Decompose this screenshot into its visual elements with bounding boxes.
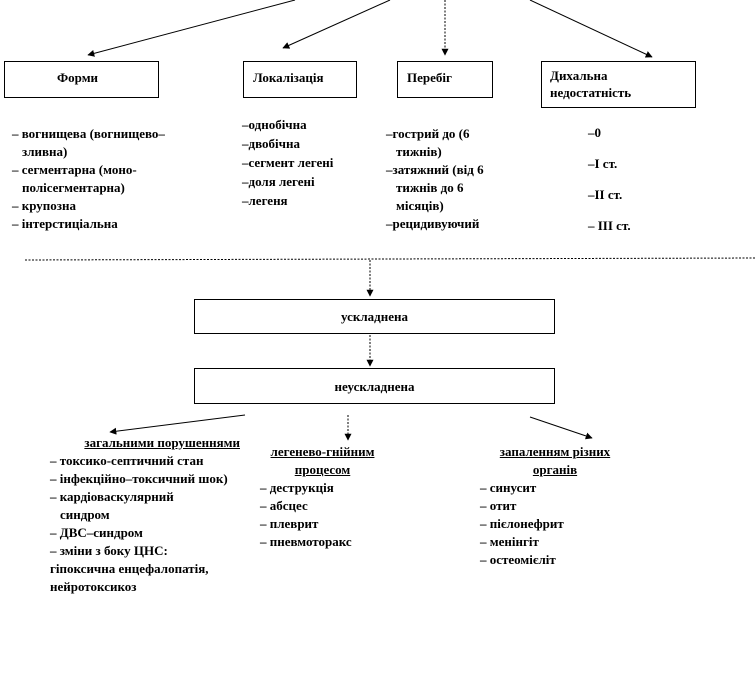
list-item: – інфекційно–токсичний шок) xyxy=(50,471,228,486)
lung-title: легенево-гнійним процесом xyxy=(270,444,375,477)
list-item: – ДВС–синдром xyxy=(50,525,143,540)
list-item: –доля легені xyxy=(242,174,315,189)
arrow-to-general xyxy=(109,414,246,435)
list-item: –сегмент легені xyxy=(242,155,334,170)
resp-title: Дихальна недостатність xyxy=(550,68,632,100)
resp-item-1: –І ст. xyxy=(588,156,618,171)
resp-item-2: –ІІ ст. xyxy=(588,187,623,202)
divider-line xyxy=(24,257,755,261)
list-item: –затяжний (від 6 тижнів до 6 місяців) xyxy=(386,162,484,213)
course-title: Перебіг xyxy=(407,70,452,85)
arrow-to-resp xyxy=(529,0,653,58)
resp-box: Дихальна недостатність xyxy=(541,61,696,108)
resp-item-3: – ІІІ ст. xyxy=(588,218,631,233)
inflam-title: запаленням різних органів xyxy=(499,444,611,477)
lung-column: легенево-гнійним процесом – деструкція –… xyxy=(260,443,410,551)
complicated-box: ускладнена xyxy=(194,299,555,334)
forms-title: Форми xyxy=(57,70,99,85)
list-item: – токсико-септичний стан xyxy=(50,453,204,468)
list-item: – плеврит xyxy=(260,516,319,531)
course-list: –гострий до (6 тижнів) –затяжний (від 6 … xyxy=(386,125,511,233)
list-item: – крупозна xyxy=(12,198,77,213)
list-item: – сегментарна (моно-полісегментарна) xyxy=(12,162,137,195)
arrow-to-location xyxy=(282,0,391,49)
general-title: загальними порушеннями xyxy=(84,435,240,450)
list-item: – пієлонефрит xyxy=(480,516,564,531)
list-item: –рецидивуючий xyxy=(386,216,480,231)
arrow-to-inflam xyxy=(529,416,593,440)
inflam-column: запаленням різних органів – синусит – от… xyxy=(480,443,630,569)
list-item: – абсцес xyxy=(260,498,308,513)
uncomplicated-box: неускладнена xyxy=(194,368,555,404)
list-item: – остеомієліт xyxy=(480,552,556,567)
list-item: – отит xyxy=(480,498,517,513)
location-title: Локалізація xyxy=(253,70,324,85)
list-item: – синусит xyxy=(480,480,537,495)
uncomplicated-title: неускладнена xyxy=(334,379,415,394)
list-item: –гострий до (6 тижнів) xyxy=(386,126,470,159)
list-item: – вогнищева (вогнищево–зливна) xyxy=(12,126,165,159)
resp-item-0: –0 xyxy=(588,125,601,140)
forms-list: – вогнищева (вогнищево–зливна) – сегмент… xyxy=(12,125,177,233)
list-item: –двобічна xyxy=(242,136,300,151)
general-column: загальними порушеннями – токсико-септичн… xyxy=(50,434,240,596)
list-item: –однобічна xyxy=(242,117,307,132)
list-item: – пневмоторакс xyxy=(260,534,352,549)
list-item: – деструкція xyxy=(260,480,334,495)
arrow-to-forms xyxy=(87,0,296,57)
list-item: – зміни з боку ЦНС: xyxy=(50,543,168,558)
list-item: – інтерстиціальна xyxy=(12,216,118,231)
complicated-title: ускладнена xyxy=(341,309,408,324)
course-box: Перебіг xyxy=(397,61,493,98)
forms-box: Форми xyxy=(4,61,159,98)
location-list: –однобічна –двобічна –сегмент легені –до… xyxy=(242,115,372,210)
list-item: – кардіоваскулярний синдром xyxy=(50,489,174,522)
list-item: гіпоксична енцефалопатія, нейротоксикоз xyxy=(50,561,209,594)
list-item: – менінгіт xyxy=(480,534,539,549)
list-item: –легеня xyxy=(242,193,288,208)
location-box: Локалізація xyxy=(243,61,357,98)
